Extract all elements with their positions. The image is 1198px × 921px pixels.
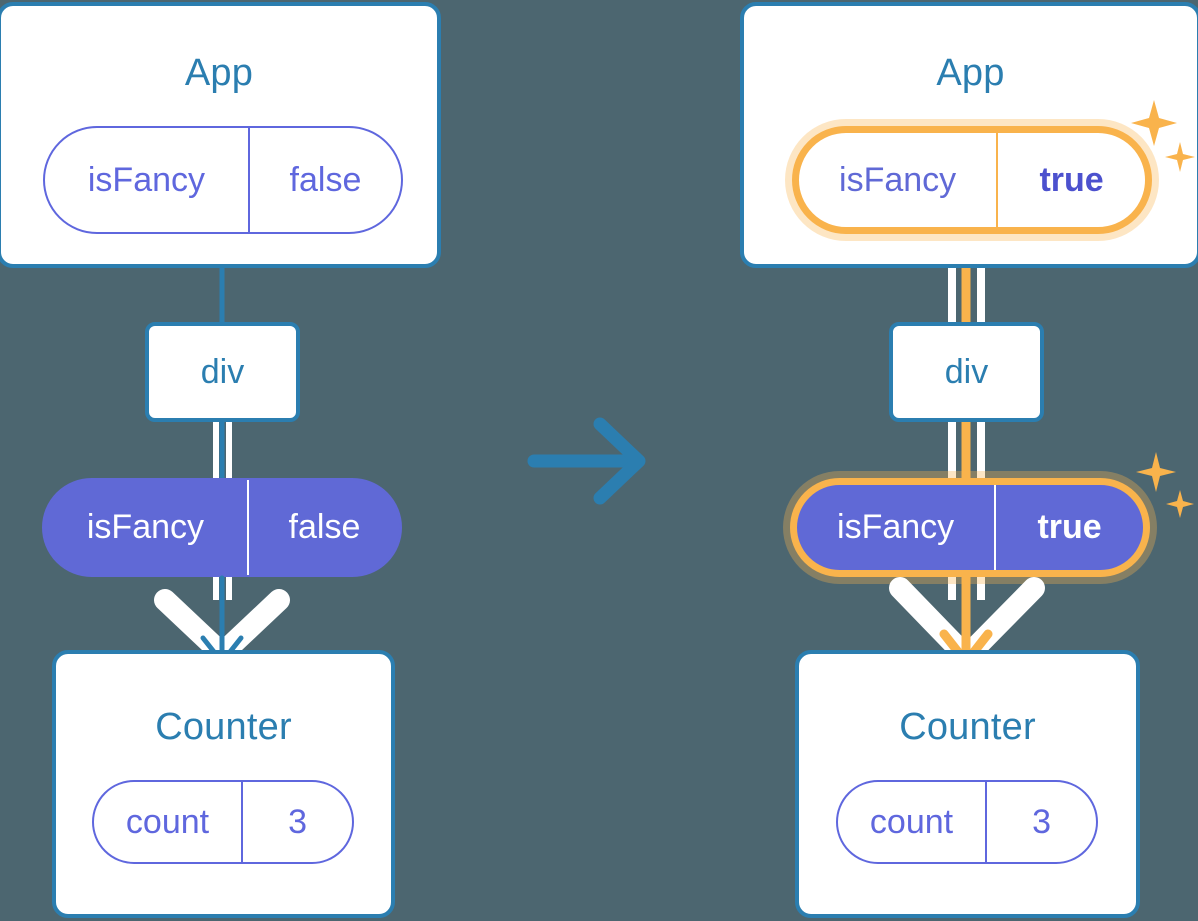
counter-component-box: Counter count 3 <box>52 650 395 918</box>
counter-state-value: 3 <box>241 782 352 862</box>
arrow-right-icon <box>527 417 646 505</box>
counter-title: Counter <box>899 706 1036 748</box>
white-chevron-icon <box>154 589 290 661</box>
app-state-key: isFancy <box>87 160 206 199</box>
counter-state-key: count <box>125 802 210 841</box>
app-component-box: App isFancy false <box>0 2 441 268</box>
counter-state-value: 3 <box>985 782 1096 862</box>
counter-title: Counter <box>155 706 292 748</box>
div-element-box: div <box>889 322 1044 422</box>
div-element-box: div <box>145 322 300 422</box>
prop-pill-key: isFancy <box>837 508 955 546</box>
counter-state-pill: count 3 <box>836 780 1098 864</box>
prop-pill-highlighted: isFancy true <box>790 478 1150 577</box>
counter-state-key: count <box>869 802 954 841</box>
div-label: div <box>200 352 245 391</box>
app-state-key: isFancy <box>839 160 957 199</box>
prop-pill-value: false <box>246 480 400 575</box>
app-state-value: false <box>247 128 401 232</box>
prop-pill-value: true <box>994 485 1143 570</box>
app-component-box: App isFancy true <box>740 2 1198 268</box>
prop-pill: isFancy false <box>42 478 402 577</box>
app-state-pill: isFancy false <box>43 126 403 234</box>
counter-component-box: Counter count 3 <box>795 650 1140 918</box>
app-title: App <box>184 52 254 94</box>
app-state-value: true <box>996 133 1145 227</box>
counter-state-pill: count 3 <box>92 780 354 864</box>
app-title: App <box>936 52 1005 94</box>
div-label: div <box>944 352 989 391</box>
app-state-pill-highlighted: isFancy true <box>792 126 1152 234</box>
prop-pill-key: isFancy <box>86 508 205 546</box>
